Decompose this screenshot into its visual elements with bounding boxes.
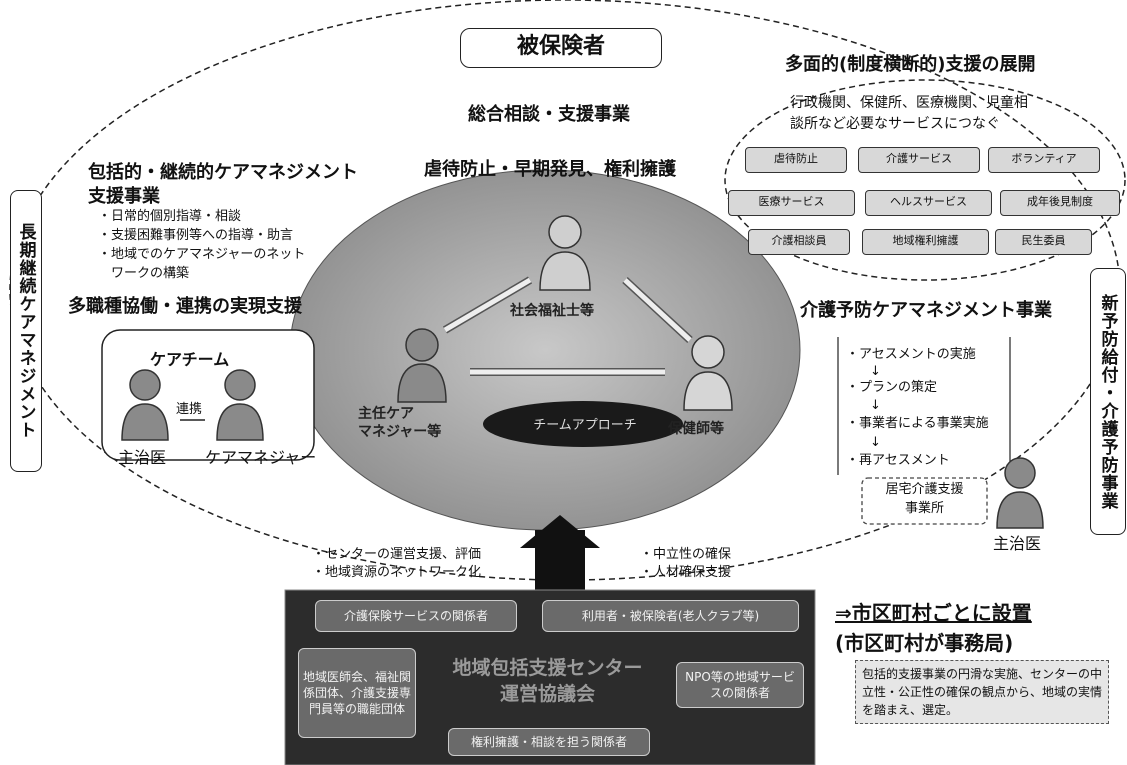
new-prevention-label: 新予防給付・介護予防事業 bbox=[1097, 293, 1118, 510]
care-manager-person-icon bbox=[397, 328, 447, 403]
down-arrow-icon: ↓ bbox=[870, 364, 881, 379]
team-oval bbox=[483, 401, 683, 447]
prevention-step: ・アセスメントの実施 bbox=[846, 347, 976, 362]
doctor-person-icon bbox=[121, 369, 169, 441]
service-pill: 成年後見制度 bbox=[1000, 190, 1120, 216]
insured-box: 被保険者 bbox=[460, 28, 662, 68]
nurse-person-icon bbox=[683, 335, 733, 411]
care-manager-label: 主任ケア マネジャー等 bbox=[358, 406, 442, 440]
service-pill: 民生委員 bbox=[995, 229, 1092, 255]
support-left-1: ・センターの運営支援、評価 bbox=[312, 547, 482, 562]
list-item: ・日常的個別指導・相談 bbox=[98, 209, 242, 224]
council-member-box: 権利擁護・相談を担う関係者 bbox=[448, 728, 650, 756]
comprehensive-care-list: ・日常的個別指導・相談 ・支援困難事例等への指導・助言 ・地域でのケアマネジャー… bbox=[98, 207, 305, 283]
nurse-label: 保健師等 bbox=[668, 421, 724, 437]
prevention-step: ・再アセスメント bbox=[846, 453, 950, 468]
support-left-2: ・地域資源のネットワーク化 bbox=[312, 565, 482, 580]
council-member-box: 利用者・被保険者(老人クラブ等) bbox=[542, 600, 799, 632]
consult-support-title: 総合相談・支援事業 bbox=[468, 104, 630, 125]
council-member-box: 介護保険サービスの関係者 bbox=[315, 600, 517, 632]
support-right-2: ・人材確保支援 bbox=[640, 565, 732, 580]
service-pill: 医療サービス bbox=[728, 190, 855, 216]
list-item: ワークの構築 bbox=[98, 266, 190, 281]
council-member-box: NPO等の地域サービスの関係者 bbox=[676, 662, 804, 708]
service-pill: 介護相談員 bbox=[748, 229, 850, 255]
service-pill: 虐待防止 bbox=[745, 147, 847, 173]
list-item: ・地域でのケアマネジャーのネット bbox=[98, 247, 306, 262]
service-pill: ボランティア bbox=[988, 147, 1100, 173]
link-label: 連携 bbox=[176, 402, 203, 417]
long-term-care-vertical: 長期継続ケアマネジメント bbox=[10, 190, 42, 472]
prevention-doctor-person-icon bbox=[996, 457, 1044, 529]
down-arrow-icon: ↓ bbox=[870, 435, 881, 450]
down-arrow-icon: ↓ bbox=[870, 398, 881, 413]
abuse-prevention-title: 虐待防止・早期発見、権利擁護 bbox=[424, 159, 676, 180]
home-care-office-label: 居宅介護支援 事業所 bbox=[885, 482, 964, 516]
list-item: ・支援困難事例等への指導・助言 bbox=[98, 228, 294, 243]
social-worker-person-icon bbox=[539, 215, 591, 291]
council-title: 地域包括支援センター 運営協議会 bbox=[452, 657, 643, 705]
new-prevention-vertical: 新予防給付・介護予防事業 bbox=[1090, 268, 1126, 535]
team-approach-label: チームアプローチ bbox=[533, 418, 637, 433]
selection-note: 包括的支援事業の円滑な実施、センターの中立性・公正性の確保の観点から、地域の実情… bbox=[855, 660, 1109, 724]
doctor-label: 主治医 bbox=[118, 448, 167, 467]
multifaceted-support-title: 多面的(制度横断的)支援の展開 bbox=[785, 54, 1036, 75]
social-worker-label: 社会福祉士等 bbox=[510, 303, 594, 319]
comprehensive-care-title-1: 包括的・継続的ケアマネジメント bbox=[88, 162, 358, 183]
prevention-step: ・プランの策定 bbox=[846, 380, 938, 395]
collaboration-title: 多職種協働・連携の実現支援 bbox=[68, 296, 302, 317]
services-dashed-ellipse bbox=[724, 79, 1126, 281]
care-team-label: ケアチーム bbox=[150, 350, 230, 369]
caremanager-person-icon bbox=[216, 369, 264, 441]
insured-label: 被保険者 bbox=[516, 34, 605, 59]
support-right-1: ・中立性の確保 bbox=[640, 547, 732, 562]
municipal-setup-title: ⇒市区町村ごとに設置 bbox=[835, 601, 1032, 625]
municipal-secretariat-title: (市区町村が事務局) bbox=[835, 631, 1014, 655]
council-member-box: 地域医師会、福祉関係団体、介護支援専門員等の職能団体 bbox=[298, 648, 416, 738]
caremanager-label: ケアマネジャー bbox=[205, 448, 317, 467]
service-pill: 介護サービス bbox=[858, 147, 980, 173]
service-pill: ヘルスサービス bbox=[865, 190, 992, 216]
prevention-step: ・事業者による事業実施 bbox=[846, 416, 989, 431]
comprehensive-care-title-2: 支援事業 bbox=[88, 186, 160, 207]
prevention-doctor-label: 主治医 bbox=[993, 534, 1042, 553]
services-desc-2: 談所など必要なサービスにつなぐ bbox=[790, 116, 1000, 132]
long-term-care-label: 長期継続ケアマネジメント bbox=[15, 223, 36, 439]
services-desc-1: 行政機関、保健所、医療機関、児童相 bbox=[790, 95, 1028, 111]
service-pill: 地域権利擁護 bbox=[862, 229, 989, 255]
prevention-title: 介護予防ケアマネジメント事業 bbox=[800, 300, 1052, 321]
